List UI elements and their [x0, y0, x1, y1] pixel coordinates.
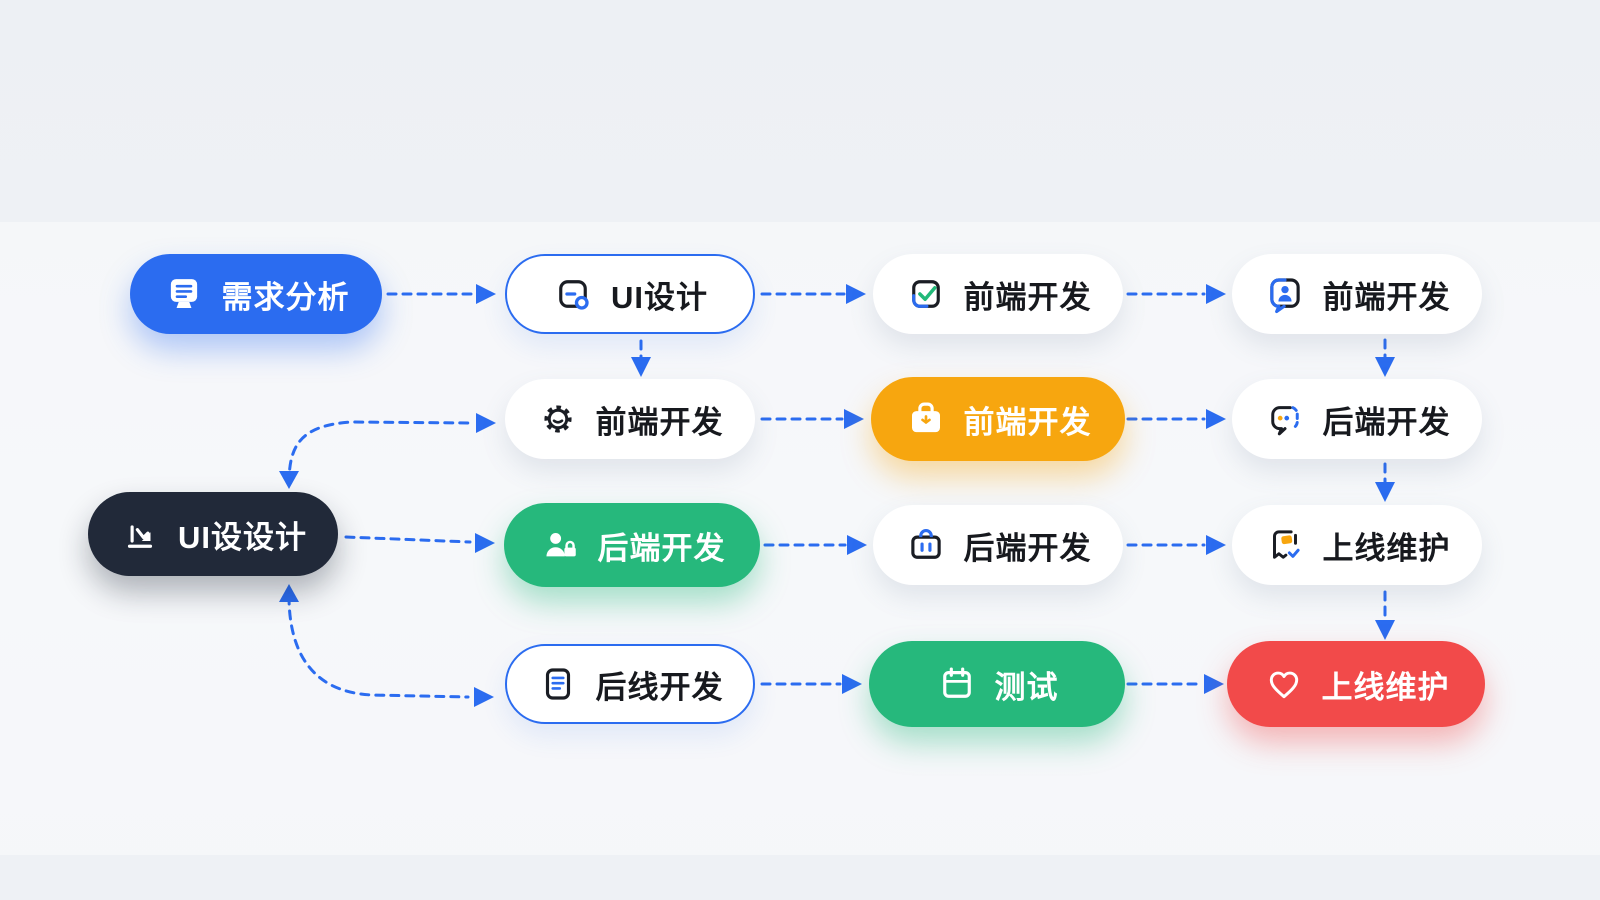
node-label: 后端开发 [1322, 404, 1451, 440]
node-backend-dev-briefcase[interactable]: 后端开发 [873, 505, 1123, 585]
connector-curve-dark-gear [287, 420, 472, 486]
connector-dark-to-green [344, 535, 472, 544]
briefcase-icon [905, 524, 947, 566]
node-ui-design-main[interactable]: UI设设计 [88, 492, 338, 576]
node-requirement-analysis[interactable]: 需求分析 [130, 254, 382, 334]
calendar-icon [936, 663, 978, 705]
node-label: 前端开发 [963, 279, 1092, 315]
frame-design-icon [552, 273, 594, 315]
node-label: 后线开发 [595, 669, 724, 705]
node-backend-dev-user[interactable]: 后端开发 [504, 503, 760, 587]
checkbox-icon [905, 273, 947, 315]
node-label: 上线维护 [1322, 530, 1451, 566]
heart-icon [1263, 663, 1305, 705]
node-label: 前端开发 [1322, 279, 1451, 315]
doc-chat-icon [163, 273, 205, 315]
node-backline-dev[interactable]: 后线开发 [505, 644, 755, 724]
chart-icon [119, 513, 161, 555]
node-label: 前端开发 [963, 404, 1092, 440]
node-label: 后端开发 [963, 530, 1092, 566]
gear-icon [537, 398, 579, 440]
person-chat-icon [1264, 273, 1306, 315]
toolbox-icon [905, 398, 947, 440]
node-online-maintenance-tag[interactable]: 上线维护 [1232, 505, 1482, 585]
connector-curve-dark-backline [287, 594, 470, 699]
arrowheads [279, 284, 1395, 707]
node-online-maintenance-heart[interactable]: 上线维护 [1227, 641, 1485, 727]
node-label: 上线维护 [1321, 669, 1450, 705]
node-backend-dev-chat[interactable]: 后端开发 [1232, 379, 1482, 459]
node-frontend-dev-check[interactable]: 前端开发 [873, 254, 1123, 334]
chat-dots-icon [1264, 398, 1306, 440]
node-frontend-dev-gear[interactable]: 前端开发 [505, 379, 755, 459]
doc-lines-icon [537, 663, 579, 705]
node-label: 前端开发 [595, 404, 724, 440]
node-frontend-dev-person[interactable]: 前端开发 [1232, 254, 1482, 334]
tag-check-icon [1264, 524, 1306, 566]
node-testing[interactable]: 测试 [869, 641, 1125, 727]
node-label: 后端开发 [597, 530, 726, 566]
node-label: 需求分析 [221, 279, 350, 315]
node-frontend-dev-toolbox[interactable]: 前端开发 [871, 377, 1125, 461]
node-label: UI设设计 [178, 519, 307, 555]
node-label: 测试 [994, 669, 1059, 705]
person-lock-icon [539, 524, 581, 566]
node-label: UI设计 [611, 279, 708, 315]
node-ui-design[interactable]: UI设计 [505, 254, 755, 334]
